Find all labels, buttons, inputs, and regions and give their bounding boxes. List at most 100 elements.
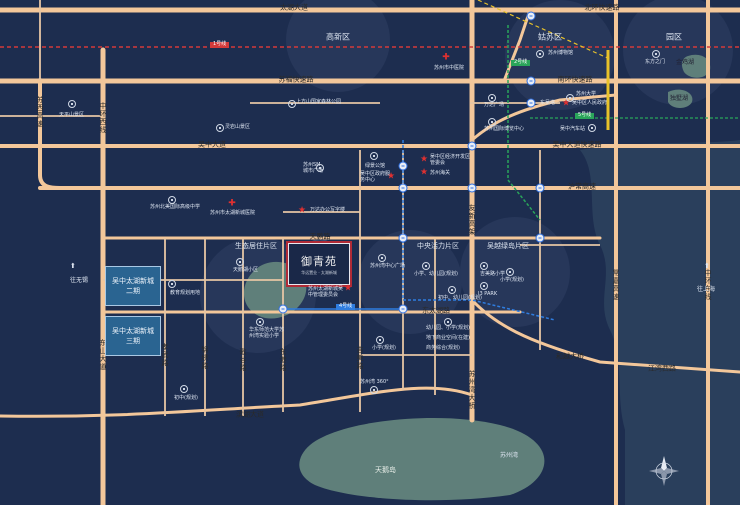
panel-phase3: 吴中太湖新城 三期 bbox=[105, 316, 161, 356]
scenic-icon bbox=[216, 124, 224, 132]
residence-icon bbox=[370, 152, 378, 160]
landmark-icon bbox=[370, 386, 378, 394]
poi-label: 吴中区政府服务中心 bbox=[360, 171, 391, 183]
metro-station-icon bbox=[535, 233, 545, 243]
bus-station-icon bbox=[588, 124, 596, 132]
gov-star-icon: ★ bbox=[343, 283, 353, 294]
residence-icon bbox=[480, 262, 488, 270]
road-label-jiangwan: 江湾西路 bbox=[648, 364, 676, 373]
project-name: 御青苑 bbox=[301, 254, 337, 268]
road-label-sufu: 苏福快速路 bbox=[278, 75, 314, 84]
road-label-huchang: 沪常高速 bbox=[568, 182, 596, 191]
road-label-zhonghuan-west: 中环西线 bbox=[99, 101, 107, 135]
poi-label: 万达办公写字楼 bbox=[310, 207, 346, 213]
poi-label: 苏州市中医院 bbox=[434, 65, 465, 71]
district-gaoxin-area bbox=[286, 0, 390, 92]
road-label-donggang: 东港路 bbox=[279, 347, 287, 373]
road-label-nanhuan: 南环快速路 bbox=[557, 75, 593, 84]
metro-line5-badge: 5号线 bbox=[575, 112, 595, 119]
school-icon bbox=[448, 286, 456, 294]
school-icon bbox=[506, 268, 514, 276]
mall-icon bbox=[316, 164, 324, 172]
metro-line-4 bbox=[402, 140, 556, 321]
road-jiangwan-line bbox=[470, 298, 740, 374]
lake-jinji bbox=[681, 54, 711, 78]
road-label-binhu: 滨湖大道 bbox=[236, 410, 264, 419]
gov-star-icon: ★ bbox=[561, 98, 571, 109]
residence-icon bbox=[236, 258, 244, 266]
road-label-donghu: 东太湖路 bbox=[422, 306, 450, 315]
east-taihu-area bbox=[580, 140, 740, 505]
road-label-changjia: 常嘉高速 bbox=[612, 268, 620, 302]
metro-line-2 bbox=[507, 25, 541, 221]
district-gusu: 姑苏区 bbox=[538, 32, 562, 42]
metro-station-icon bbox=[526, 76, 536, 86]
road-label-xiaowu: 孝武路 bbox=[161, 342, 169, 368]
poi-label: 天平山景区 bbox=[59, 112, 85, 118]
metro-line-yellow-dash bbox=[477, 0, 613, 61]
scenic-icon bbox=[68, 100, 76, 108]
poi-label: 小学(规划) bbox=[372, 345, 396, 351]
landmark-icon bbox=[652, 50, 660, 58]
office-star-icon: ★ bbox=[297, 205, 307, 216]
school-icon bbox=[422, 262, 430, 270]
project-subtitle: 华远置业 · 太湖新城 bbox=[301, 269, 337, 275]
road-label-suxi: 苏西高速 bbox=[36, 95, 44, 129]
poi-label: 苏州国际博览中心 bbox=[484, 126, 525, 132]
metro-station-icon bbox=[278, 304, 288, 314]
poi-label: 小学(规划) bbox=[500, 277, 524, 283]
poi-label: 灵岩山景区 bbox=[225, 124, 251, 130]
metro-station-icon bbox=[398, 304, 408, 314]
poi-label: 苏州海关 bbox=[430, 170, 451, 176]
project-highlight-box[interactable]: 御青苑 华远置业 · 太湖新城 bbox=[288, 243, 350, 285]
gov-star-icon: ★ bbox=[419, 154, 429, 165]
poi-label: 绿景公馆 bbox=[365, 163, 386, 169]
poi-label: 吴中汽车站 bbox=[560, 126, 586, 132]
poi-label: 教育规划用地 bbox=[170, 290, 201, 296]
arrow-right-icon: ⬆ bbox=[704, 262, 710, 270]
district-gaoxin: 高新区 bbox=[326, 32, 350, 42]
metro-station-icon bbox=[467, 183, 477, 193]
poi-label: 苏州北美国际高级中学 bbox=[150, 204, 201, 210]
road-label-north-ring: 北环快速路 bbox=[584, 3, 620, 12]
arrow-left-icon: ⬆ bbox=[70, 262, 76, 270]
road-label-zhonghuan-east: 中环东线 bbox=[704, 268, 712, 302]
school-icon bbox=[376, 336, 384, 344]
poi-label: 万达广场 bbox=[484, 102, 505, 108]
poi-label: 苏州大学 bbox=[576, 91, 597, 97]
label-to-wuxi: 往无锡 bbox=[70, 277, 89, 284]
metro-station-icon bbox=[398, 233, 408, 243]
park-icon bbox=[480, 282, 488, 290]
poi-label: 初中(规划) bbox=[174, 395, 198, 401]
poi-label: 苏州市太湖新城医院 bbox=[210, 210, 256, 216]
school-icon bbox=[168, 280, 176, 288]
gov-star-icon: ★ bbox=[419, 167, 429, 178]
hospital-icon: ✚ bbox=[442, 52, 450, 63]
metro-station-icon bbox=[526, 11, 536, 21]
poi-label: 吴中区经济开发区管委会 bbox=[430, 154, 471, 166]
label-jinji: 金鸡湖 bbox=[676, 59, 695, 66]
museum-icon bbox=[536, 50, 544, 58]
road-label-suzhouwan: 苏州湾大桥 bbox=[468, 369, 476, 411]
island-tianezhou bbox=[299, 417, 545, 501]
label-tianezhou: 天鹅岛 bbox=[375, 466, 396, 474]
poi-label: 小学、幼儿园(规划) bbox=[414, 271, 458, 277]
poi-label: 地下商业空间(在建) bbox=[426, 335, 470, 341]
park-icon bbox=[288, 100, 296, 108]
road-label-youxin: 友新高架 bbox=[468, 203, 476, 237]
poi-label: 苏州湾 bbox=[500, 452, 519, 459]
poi-label: 天鹅湖小区 bbox=[233, 267, 259, 273]
poi-label: 苏州湾中心广场 bbox=[370, 263, 406, 269]
poi-label: 上方山国家森林公园 bbox=[296, 99, 342, 105]
district-yuanqu: 园区 bbox=[666, 32, 682, 42]
road-label-jimei: 吉美路 bbox=[356, 345, 364, 371]
school-icon bbox=[168, 196, 176, 204]
poi-label: 华东师范大学苏州湾实验小学 bbox=[249, 327, 285, 339]
poi-label: 东吴塔 bbox=[540, 100, 556, 106]
poi-label: 幼儿园、小学(规划) bbox=[426, 325, 470, 331]
compass-icon bbox=[649, 456, 679, 486]
mall-icon bbox=[488, 94, 496, 102]
metro-station-icon bbox=[467, 141, 477, 151]
